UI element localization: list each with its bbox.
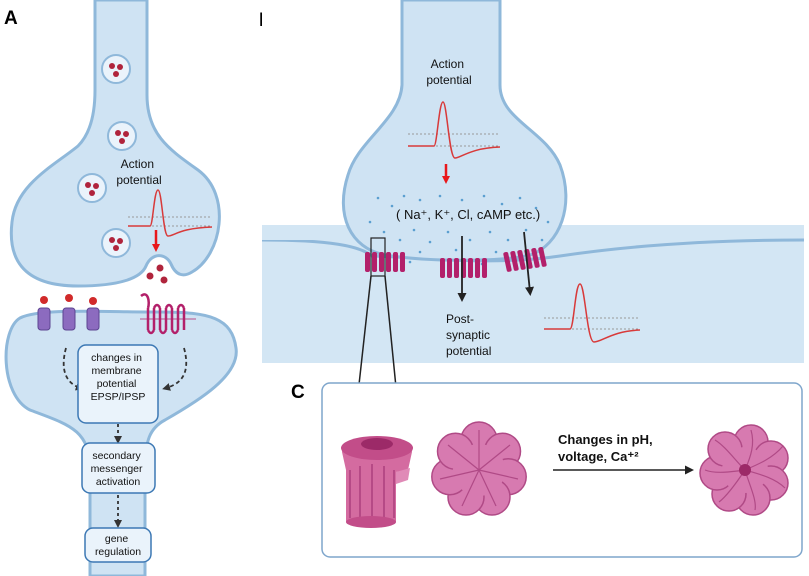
action-potential-trace-a <box>128 189 213 237</box>
channel-side-view <box>341 436 413 528</box>
ion-flow-arrow <box>523 231 534 296</box>
action-potential-label-b: Action potential <box>426 57 471 87</box>
ion-particles <box>368 194 550 266</box>
channel-top-view-open <box>699 424 789 516</box>
panel-a: A <box>4 0 238 576</box>
panel-b: B Action potential ( Na⁺, K⁺, Cl, cAMP e… <box>259 0 805 449</box>
neurotransmitter <box>65 294 73 302</box>
svg-text:gene regulation: gene regulation <box>95 533 141 558</box>
panel-a-letter: A <box>4 8 18 29</box>
ions-label: ( Na⁺, K⁺, Cl, cAMP etc.) <box>396 207 540 222</box>
action-potential-trace-b <box>408 101 501 159</box>
box-secondary-messenger: secondary messenger activation <box>81 442 156 494</box>
stimulus-label: Changes in pH, voltage, Ca⁺² <box>558 432 656 464</box>
fusing-vesicle <box>146 264 168 284</box>
postsynaptic-potential-trace <box>544 283 641 343</box>
action-potential-label-a: Action potential <box>116 157 161 187</box>
neurotransmitter <box>89 297 97 305</box>
svg-text:changes in membrane: changes in membrane potential EPSP/IPSP <box>91 352 146 403</box>
vesicles-a <box>77 54 168 284</box>
postsynaptic-potential-label: Post- synaptic potential <box>446 312 493 358</box>
svg-text:secondary messenger: secondary messenger activation <box>91 450 146 488</box>
panel-c: C <box>291 382 803 558</box>
channel-top-view-closed <box>431 421 527 516</box>
ionotropic-receptors <box>37 307 100 331</box>
dashed-arrow <box>62 347 84 391</box>
box-gene-regulation: gene regulation <box>84 527 152 563</box>
vesicle <box>107 121 137 151</box>
postsynaptic-membrane <box>261 238 805 263</box>
ion-channel-cluster-2 <box>440 258 487 278</box>
vesicle <box>101 228 131 258</box>
vesicle <box>101 54 131 84</box>
zoom-box <box>370 237 386 277</box>
box-membrane-potential: changes in membrane potential EPSP/IPSP <box>77 344 159 424</box>
ion-channel-cluster-3 <box>503 246 547 272</box>
dashed-arrow <box>162 347 188 391</box>
vesicle <box>77 173 107 203</box>
panel-c-letter: C <box>291 382 305 403</box>
ion-channel-cluster-1 <box>365 252 405 272</box>
neurotransmitter <box>40 296 48 304</box>
